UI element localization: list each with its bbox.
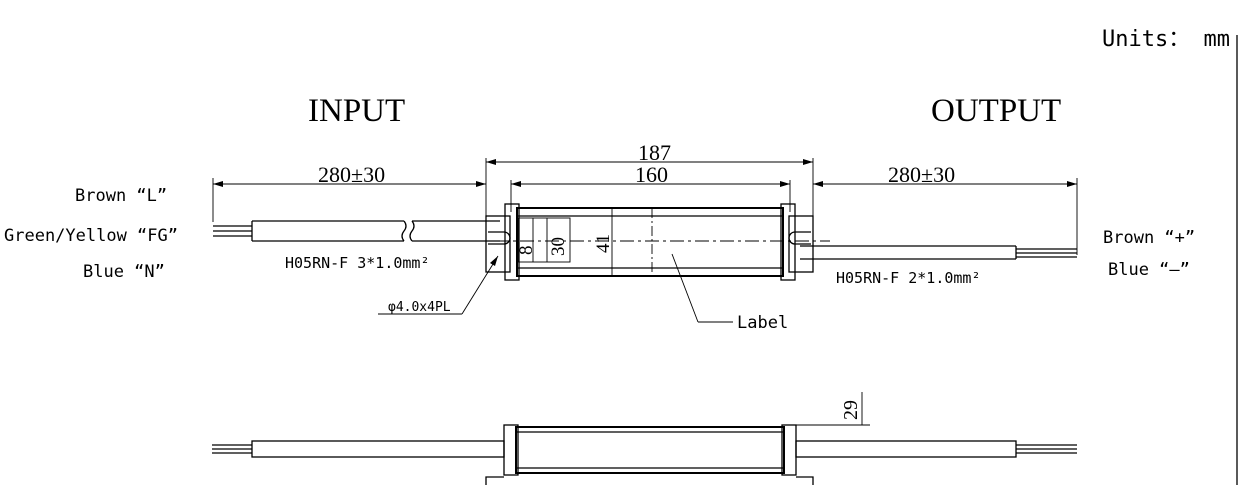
label-callout: Label <box>671 253 788 333</box>
svg-text:187: 187 <box>638 140 671 165</box>
svg-text:φ4.0x4PL: φ4.0x4PL <box>388 300 451 315</box>
input-cable <box>251 220 500 242</box>
output-wire-label-blue: Blue “–” <box>1108 260 1190 280</box>
svg-text:30: 30 <box>548 237 569 256</box>
psu-body-top <box>470 203 830 281</box>
input-title: INPUT <box>308 93 405 129</box>
output-wire-label-brown: Brown “+” <box>1103 228 1195 248</box>
hole-callout: φ4.0x4PL <box>378 255 499 315</box>
side-view <box>212 424 1077 485</box>
svg-text:280±30: 280±30 <box>318 162 385 187</box>
svg-text:Label: Label <box>737 313 788 333</box>
svg-text:160: 160 <box>635 162 668 187</box>
dimension-body-width: 41 <box>593 208 614 276</box>
dimension-hole-offset: 8 30 <box>516 217 571 263</box>
input-wire-label-brown: Brown “L” <box>75 186 167 206</box>
dimension-overall-length: 187 <box>485 140 814 230</box>
input-wire-label-blue: Blue “N” <box>83 262 165 282</box>
svg-text:29: 29 <box>840 400 862 420</box>
input-wire-ends <box>213 225 252 237</box>
units-label: Units： mm <box>1102 27 1230 52</box>
dimension-output-cable-length: 280±30 <box>813 162 1078 255</box>
input-wire-label-green-yellow: Green/Yellow “FG” <box>4 226 178 246</box>
svg-text:280±30: 280±30 <box>888 162 955 187</box>
svg-text:41: 41 <box>593 234 614 253</box>
output-title: OUTPUT <box>931 93 1061 129</box>
input-cable-spec: H05RN-F 3*1.0mm² <box>285 254 430 272</box>
dimension-height: 29 <box>784 392 870 426</box>
output-cable-spec: H05RN-F 2*1.0mm² <box>836 269 981 287</box>
dimension-input-cable-length: 280±30 <box>212 162 486 222</box>
dimension-body-length: 160 <box>510 162 791 212</box>
output-wire-ends <box>1016 248 1077 258</box>
output-cable <box>800 245 1017 260</box>
svg-text:8: 8 <box>516 246 537 256</box>
